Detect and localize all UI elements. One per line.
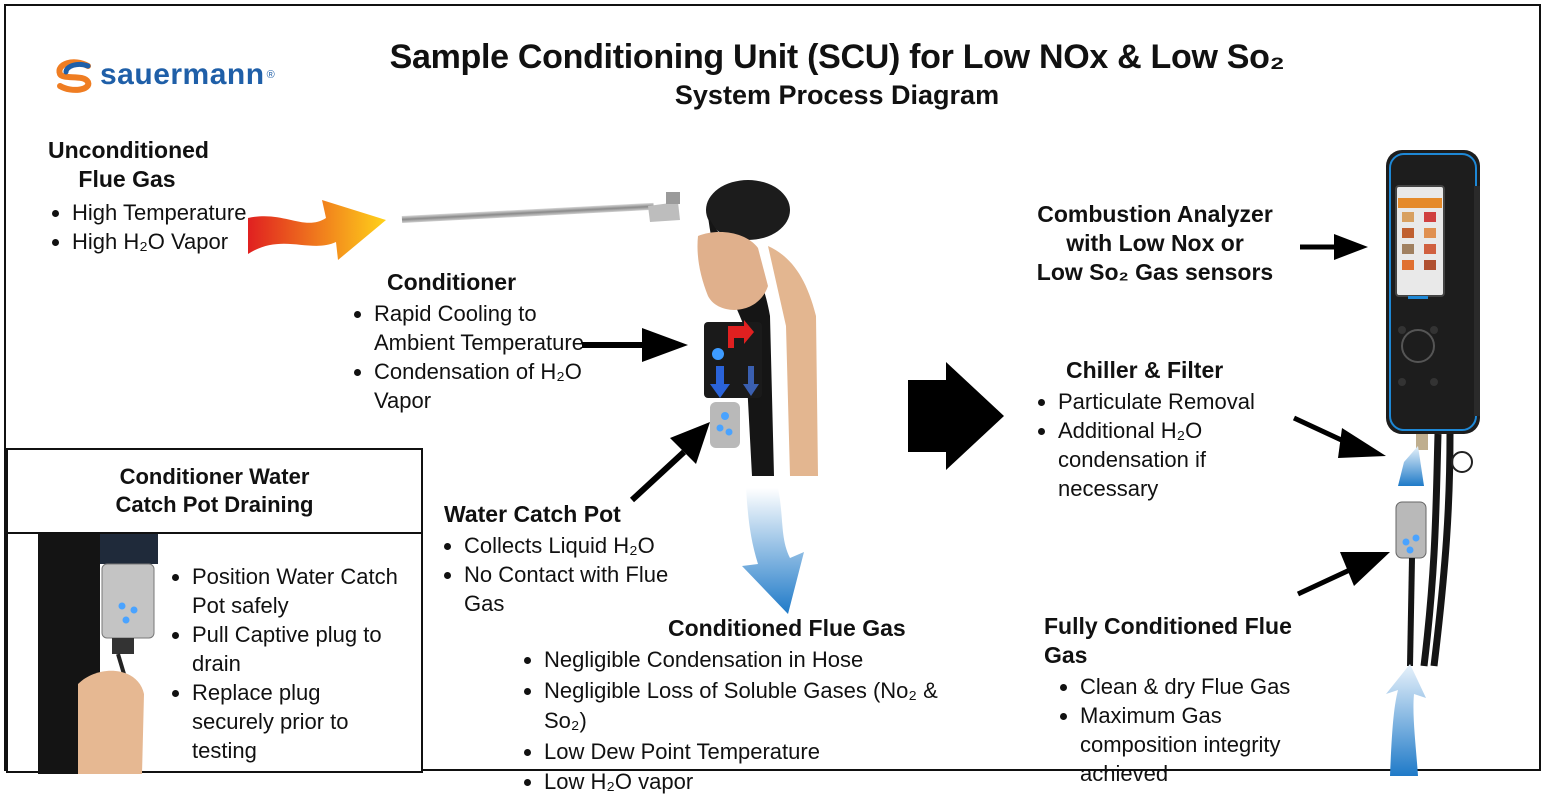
fully-conditioned-list: Clean & dry Flue Gas Maximum Gas composi… [1040, 672, 1340, 788]
list-item: Clean & dry Flue Gas [1056, 672, 1340, 701]
list-item: Rapid Cooling to Ambient Temperature [350, 299, 590, 357]
conditioned-gas-arrow [742, 488, 804, 614]
unconditioned-block: Unconditioned Flue Gas High Temperature … [48, 136, 268, 256]
analyzer-line-2: with Low Nox or [1066, 230, 1244, 256]
water-catch-pot-title: Water Catch Pot [444, 501, 621, 527]
list-item: Replace plug securely prior to testing [168, 678, 408, 765]
chiller-block: Chiller & Filter Particulate Removal Add… [1034, 356, 1304, 503]
combustion-analyzer-illustration [1386, 150, 1480, 776]
list-item: High H₂O Vapor [48, 227, 268, 256]
arrow-to-chiller [1292, 415, 1386, 458]
fully-conditioned-title: Fully Conditioned Flue Gas [1044, 613, 1292, 668]
unconditioned-title-2: Flue Gas [78, 166, 176, 192]
conditioned-block: Conditioned Flue Gas Negligible Condensa… [520, 614, 960, 798]
conditioner-block: Conditioner Rapid Cooling to Ambient Tem… [350, 268, 590, 415]
list-item: Maximum Gas composition integrity achiev… [1056, 701, 1340, 788]
arrow-to-analyzer [1300, 234, 1368, 260]
draining-title: Conditioner Water Catch Pot Draining [8, 450, 421, 534]
list-item: Particulate Removal [1034, 387, 1304, 416]
draining-photo [38, 534, 158, 774]
chiller-list: Particulate Removal Additional H₂O conde… [1034, 387, 1304, 503]
draining-title-1: Conditioner Water [119, 464, 310, 489]
diagram-frame [4, 4, 1541, 771]
draining-inset: Conditioner Water Catch Pot Draining Pos… [6, 448, 423, 774]
logo-registered-mark: ® [266, 69, 275, 81]
analyzer-line-3: Low So₂ Gas sensors [1036, 259, 1274, 285]
list-item: High Temperature [48, 198, 268, 227]
logo-swirl-icon [56, 59, 92, 93]
analyzer-block: Combustion Analyzer with Low Nox or Low … [1030, 200, 1280, 287]
list-item: Low Dew Point Temperature [520, 737, 960, 768]
conditioner-list: Rapid Cooling to Ambient Temperature Con… [350, 299, 590, 415]
list-item: Condensation of H₂O Vapor [350, 357, 590, 415]
unconditioned-title-1: Unconditioned [48, 137, 209, 163]
list-item: Low H₂O vapor [520, 767, 960, 798]
chiller-title: Chiller & Filter [1066, 357, 1224, 383]
arrow-to-filter [1296, 552, 1390, 597]
water-catch-pot-list: Collects Liquid H₂O No Contact with Flue… [440, 531, 670, 618]
page-subtitle: System Process Diagram [674, 80, 1000, 110]
list-item: Negligible Loss of Soluble Gases (No₂ & … [520, 676, 960, 737]
unconditioned-list: High Temperature High H₂O Vapor [48, 198, 268, 256]
arrow-to-conditioner [582, 328, 688, 362]
list-item: Additional H₂O condensation if necessary [1034, 416, 1304, 503]
list-item: Position Water Catch Pot safely [168, 562, 408, 620]
conditioned-title: Conditioned Flue Gas [668, 615, 906, 641]
conditioner-title: Conditioner [387, 269, 517, 295]
logo-wordmark: sauermann [100, 58, 265, 91]
process-flow-arrow [908, 362, 1004, 470]
analyzer-line-1: Combustion Analyzer [1037, 201, 1273, 227]
list-item: Collects Liquid H₂O [440, 531, 670, 560]
probe-conditioner-illustration [401, 180, 818, 476]
list-item: Pull Captive plug to drain [168, 620, 408, 678]
sauermann-logo: sauermann ® [54, 58, 275, 93]
draining-title-2: Catch Pot Draining [115, 492, 314, 517]
fully-conditioned-block: Fully Conditioned Flue Gas Clean & dry F… [1040, 612, 1340, 788]
page-title: Sample Conditioning Unit (SCU) for Low N… [389, 38, 1285, 76]
arrow-to-catch-pot [629, 422, 710, 503]
water-catch-pot-block: Water Catch Pot Collects Liquid H₂O No C… [440, 500, 670, 618]
list-item: Negligible Condensation in Hose [520, 645, 960, 676]
list-item: No Contact with Flue Gas [440, 560, 670, 618]
conditioned-list: Negligible Condensation in Hose Negligib… [520, 645, 960, 798]
draining-list: Position Water Catch Pot safely Pull Cap… [168, 562, 408, 765]
hot-gas-arrow [248, 200, 386, 260]
